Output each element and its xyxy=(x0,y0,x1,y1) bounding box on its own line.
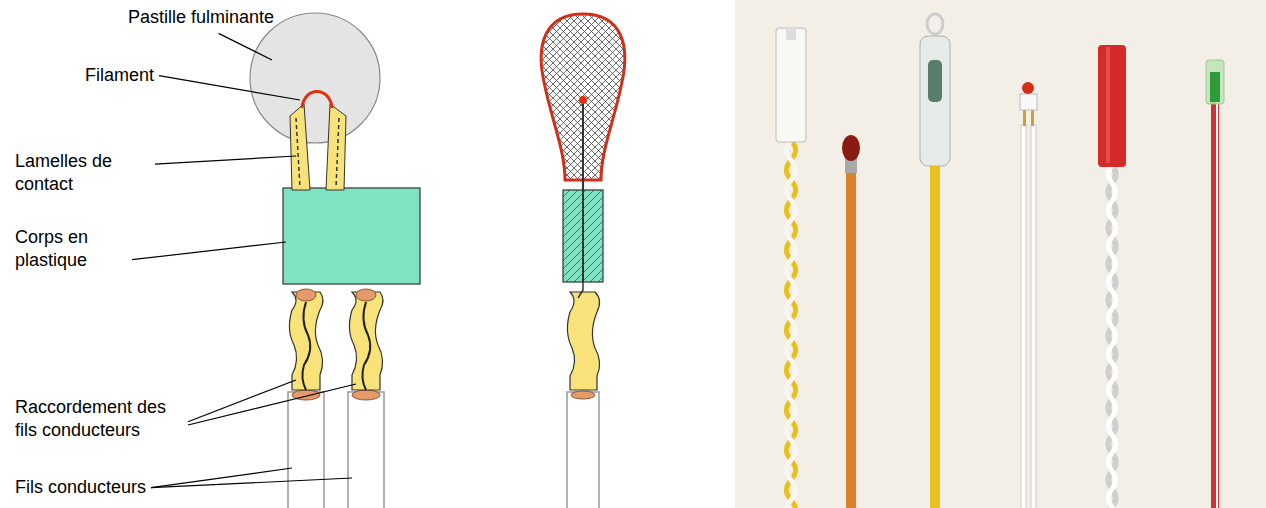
leader-line xyxy=(132,242,286,260)
section-wire xyxy=(571,391,595,399)
plastic-body xyxy=(283,188,420,284)
part-label: Fils conducteurs xyxy=(15,476,146,499)
wire-insulation xyxy=(352,390,380,400)
red-tube-igniter xyxy=(1108,165,1115,508)
leader-line xyxy=(151,478,352,488)
green-igniter xyxy=(1206,60,1224,508)
wire-crimp xyxy=(289,289,383,390)
fulminating-pellet xyxy=(250,13,380,143)
wire-insulation xyxy=(348,392,384,508)
micro-igniter xyxy=(1020,82,1037,508)
green-igniter xyxy=(1211,98,1219,508)
leader-line xyxy=(159,76,300,100)
section-wire xyxy=(567,392,599,508)
leader-line xyxy=(155,156,296,164)
micro-igniter xyxy=(1031,125,1036,508)
part-label: Pastille fulminante xyxy=(128,6,274,29)
clear-igniter xyxy=(920,36,950,166)
section-pellet xyxy=(541,14,625,282)
red-tube-igniter xyxy=(1098,45,1126,167)
red-tube-igniter xyxy=(1098,45,1126,508)
green-igniter xyxy=(1210,72,1220,102)
wire-crimp xyxy=(302,302,310,390)
leader-line xyxy=(219,33,272,60)
clear-igniter xyxy=(927,14,943,34)
leader-line xyxy=(188,380,296,422)
contact-strips xyxy=(336,118,339,188)
section-pellet xyxy=(579,96,587,104)
part-label: Corps en plastique xyxy=(15,226,127,273)
bead-igniter xyxy=(842,135,860,508)
wire-crimp xyxy=(356,289,376,301)
white-igniter xyxy=(776,28,806,508)
micro-igniter xyxy=(1021,125,1026,508)
leader-lines xyxy=(132,33,356,487)
section-pellet xyxy=(582,100,584,282)
red-tube-igniter xyxy=(1108,165,1115,508)
part-label: Raccordement des fils conducteurs xyxy=(15,396,183,443)
front-view xyxy=(250,13,420,508)
green-igniter xyxy=(1206,60,1224,104)
wire-insulation xyxy=(288,390,384,508)
red-tube-igniter xyxy=(1106,47,1110,163)
white-igniter xyxy=(786,140,796,508)
part-label: Lamelles de contact xyxy=(15,150,150,197)
leader-line xyxy=(188,384,356,425)
bead-igniter xyxy=(846,170,856,508)
photo-igniters xyxy=(735,0,1266,508)
section-view xyxy=(541,14,625,508)
bead-igniter xyxy=(842,135,860,161)
wire-insulation xyxy=(288,392,324,508)
filament xyxy=(302,92,332,109)
micro-igniter xyxy=(1023,108,1026,126)
white-igniter xyxy=(786,140,795,508)
white-igniter xyxy=(776,28,806,142)
contact-strips xyxy=(290,104,346,190)
plastic-body xyxy=(283,188,420,284)
white-igniter xyxy=(786,28,796,40)
filament xyxy=(302,92,332,109)
green-igniter xyxy=(1216,98,1218,508)
white-igniter xyxy=(786,140,795,508)
part-label: Filament xyxy=(85,64,154,87)
clear-igniter xyxy=(920,14,950,508)
fulminating-pellet xyxy=(250,13,380,143)
micro-igniter xyxy=(1031,108,1034,126)
wire-crimp xyxy=(289,292,323,390)
clear-igniter xyxy=(928,60,942,102)
contact-strips xyxy=(290,104,310,190)
micro-igniter xyxy=(1020,94,1037,110)
wire-crimp xyxy=(296,289,316,301)
clear-igniter xyxy=(930,166,940,508)
section-wire xyxy=(567,391,599,508)
photo-igniters xyxy=(735,0,1266,508)
contact-strips xyxy=(296,118,300,188)
red-tube-igniter xyxy=(1108,165,1115,508)
wire-crimp xyxy=(362,302,370,390)
micro-igniter xyxy=(1022,82,1034,94)
contact-strips xyxy=(326,104,346,190)
section-crimp xyxy=(567,292,599,390)
section-crimp xyxy=(567,282,599,390)
wire-crimp xyxy=(349,292,383,390)
section-crimp xyxy=(578,282,583,298)
